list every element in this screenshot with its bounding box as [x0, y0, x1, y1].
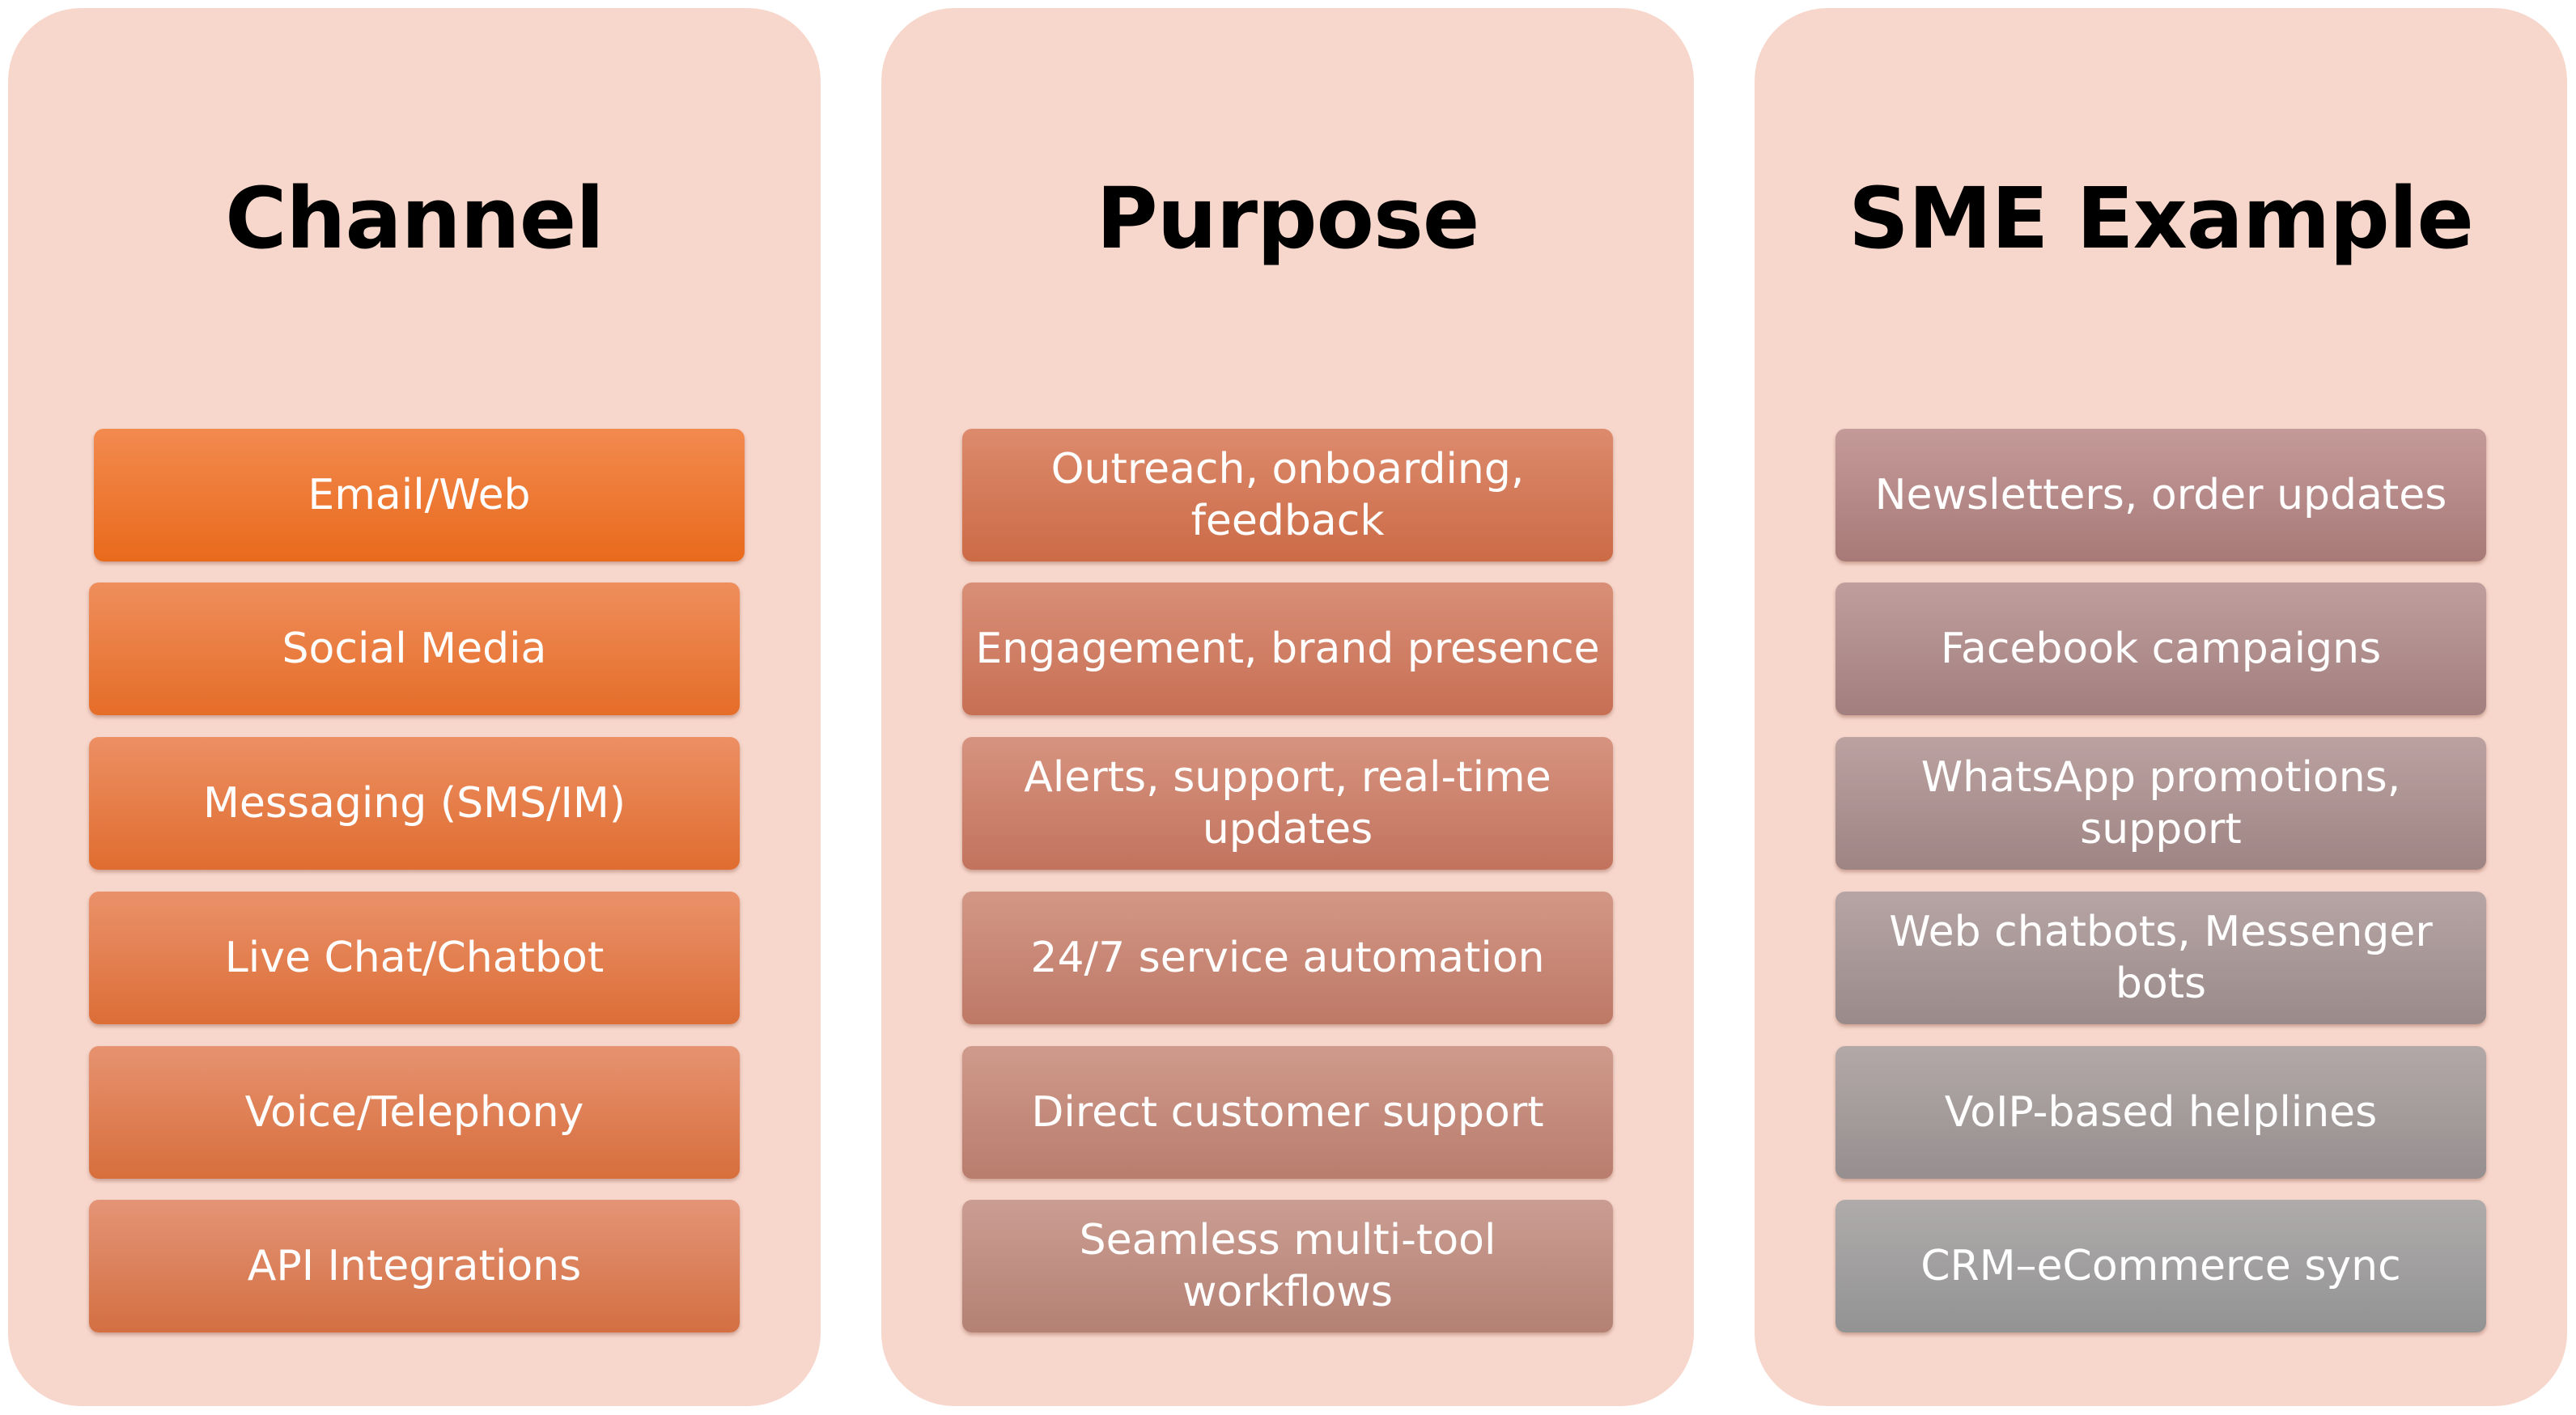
channel-column-title: Channel: [225, 169, 605, 268]
sme-box-crm-sync: CRM–eCommerce sync: [1835, 1200, 2486, 1332]
purpose-box-automation: 24/7 service automation: [962, 892, 1613, 1024]
sme-box-voip: VoIP-based helplines: [1835, 1046, 2486, 1179]
purpose-column-title: Purpose: [1096, 169, 1480, 268]
channel-box-voice: Voice/Telephony: [89, 1046, 740, 1179]
sme-box-newsletters: Newsletters, order updates: [1835, 429, 2486, 561]
channel-box-social-media: Social Media: [89, 583, 740, 715]
purpose-box-engagement: Engagement, brand presence: [962, 583, 1613, 715]
channel-box-messaging: Messaging (SMS/IM): [89, 737, 740, 870]
sme-box-chatbots: Web chatbots, Messenger bots: [1835, 892, 2486, 1024]
purpose-box-alerts: Alerts, support, real-time updates: [962, 737, 1613, 870]
sme-example-column-title: SME Example: [1848, 169, 2474, 268]
purpose-box-workflows: Seamless multi-tool workflows: [962, 1200, 1613, 1332]
purpose-box-outreach: Outreach, onboarding, feedback: [962, 429, 1613, 561]
purpose-box-direct-support: Direct customer support: [962, 1046, 1613, 1179]
sme-box-whatsapp: WhatsApp promotions, support: [1835, 737, 2486, 870]
purpose-column: Purpose Outreach, onboarding, feedback E…: [881, 8, 1694, 1406]
channel-box-email-web: Email/Web: [94, 429, 745, 561]
channel-box-api: API Integrations: [89, 1200, 740, 1332]
sme-example-column: SME Example Newsletters, order updates F…: [1755, 8, 2567, 1406]
channel-box-live-chat: Live Chat/Chatbot: [89, 892, 740, 1024]
sme-box-facebook: Facebook campaigns: [1835, 583, 2486, 715]
channel-column: Channel Email/Web Social Media Messaging…: [8, 8, 821, 1406]
